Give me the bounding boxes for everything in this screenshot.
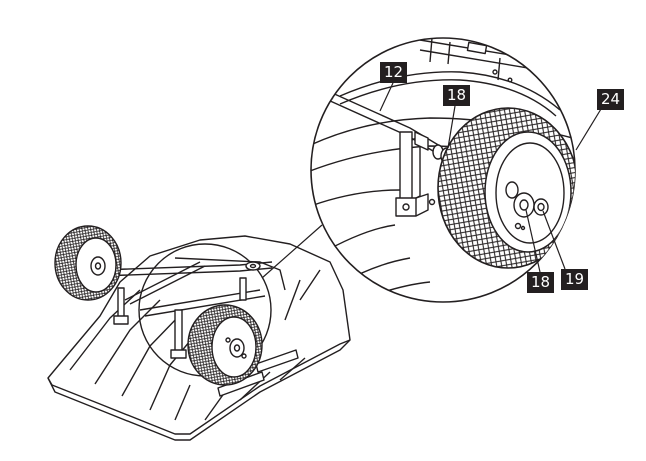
frame-rail xyxy=(124,261,201,301)
detail-wheel xyxy=(437,107,575,269)
callout-19: 19 xyxy=(561,269,588,290)
foot-bracket xyxy=(170,349,187,359)
callout-leaders xyxy=(379,82,602,273)
leg xyxy=(174,309,183,353)
right-wheel xyxy=(187,304,263,386)
foot-bracket xyxy=(113,315,129,325)
detail-view xyxy=(310,37,576,303)
knob xyxy=(249,263,257,269)
callout-12: 12 xyxy=(380,62,407,83)
callout-18-bottom: 18 xyxy=(527,272,554,293)
left-wheel xyxy=(54,225,122,301)
tub-rib xyxy=(149,334,196,411)
tub-rib xyxy=(279,357,306,381)
leader-19 xyxy=(542,210,566,270)
leader-18-bottom xyxy=(525,209,541,273)
leader-12 xyxy=(379,82,394,112)
tub-rim xyxy=(47,339,351,435)
knob xyxy=(245,261,261,271)
axle-bar xyxy=(99,267,273,277)
main-assembly xyxy=(47,225,351,441)
brand-plate xyxy=(255,349,299,373)
tub-rib xyxy=(239,371,271,401)
leader-24 xyxy=(575,108,602,151)
tub-rib xyxy=(174,384,191,421)
leg xyxy=(239,277,247,301)
tub-rib xyxy=(284,279,301,321)
tub-rib xyxy=(94,299,161,385)
callout-24: 24 xyxy=(597,89,624,110)
frame-rail xyxy=(174,257,286,291)
tub-rib xyxy=(69,289,141,371)
leader-connector xyxy=(261,224,323,279)
callout-18-top: 18 xyxy=(443,85,470,106)
leader-18-top xyxy=(447,105,456,149)
leg xyxy=(117,287,125,319)
tub-rib xyxy=(299,269,321,301)
frame-rail xyxy=(129,265,206,305)
